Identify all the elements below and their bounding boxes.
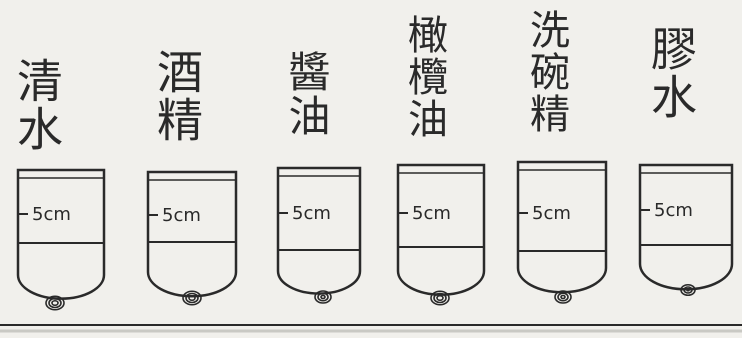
tube-outline: [638, 163, 734, 291]
spiral-object: [686, 288, 690, 292]
spiral-object: [433, 292, 447, 304]
spiral-object: [560, 294, 566, 300]
tube-outline: [146, 170, 238, 298]
spiral-object: [436, 294, 444, 302]
spiral-object: [48, 297, 62, 309]
spiral-object: [182, 290, 202, 306]
tube-alcohol: 5cm: [146, 170, 238, 306]
level-label: 5cm: [162, 205, 201, 226]
tube-label-water: 清水: [10, 57, 64, 153]
tube-label-soy-sauce: 醬油: [282, 50, 331, 138]
tube-label-dish-soap: 洗碗精: [523, 9, 569, 135]
tube-label-glue: 膠水: [644, 25, 698, 121]
spiral-object: [554, 290, 572, 304]
level-label: 5cm: [32, 204, 71, 225]
spiral-object: [51, 299, 59, 307]
spiral-object: [557, 292, 569, 302]
spiral-object: [683, 286, 693, 294]
tubes-layer: 5cm 5cm 5cm 5cm 5cm 5cm: [16, 160, 734, 311]
spiral-object: [320, 294, 326, 300]
spiral-object: [188, 294, 196, 302]
tube-outline: [16, 168, 106, 300]
tube-olive-oil: 5cm: [396, 163, 486, 306]
tube-glue: 5cm: [638, 163, 734, 297]
tube-label-alcohol: 酒精: [150, 48, 204, 144]
level-label: 5cm: [654, 200, 693, 221]
level-label: 5cm: [292, 203, 331, 224]
tube-soy-sauce: 5cm: [276, 166, 362, 304]
tube-outline: [276, 166, 362, 295]
spiral-object: [45, 295, 65, 311]
spiral-object: [185, 292, 199, 304]
tube-dish-soap: 5cm: [516, 160, 608, 304]
level-label: 5cm: [532, 203, 571, 224]
spiral-object: [314, 290, 332, 304]
spiral-object: [317, 292, 329, 302]
spiral-object: [430, 290, 450, 306]
tube-outline: [516, 160, 608, 294]
level-label: 5cm: [412, 203, 451, 224]
tube-water: 5cm: [16, 168, 106, 311]
tube-label-olive-oil: 橄欖油: [401, 14, 447, 140]
tube-outline: [396, 163, 486, 296]
spiral-object: [680, 283, 696, 297]
